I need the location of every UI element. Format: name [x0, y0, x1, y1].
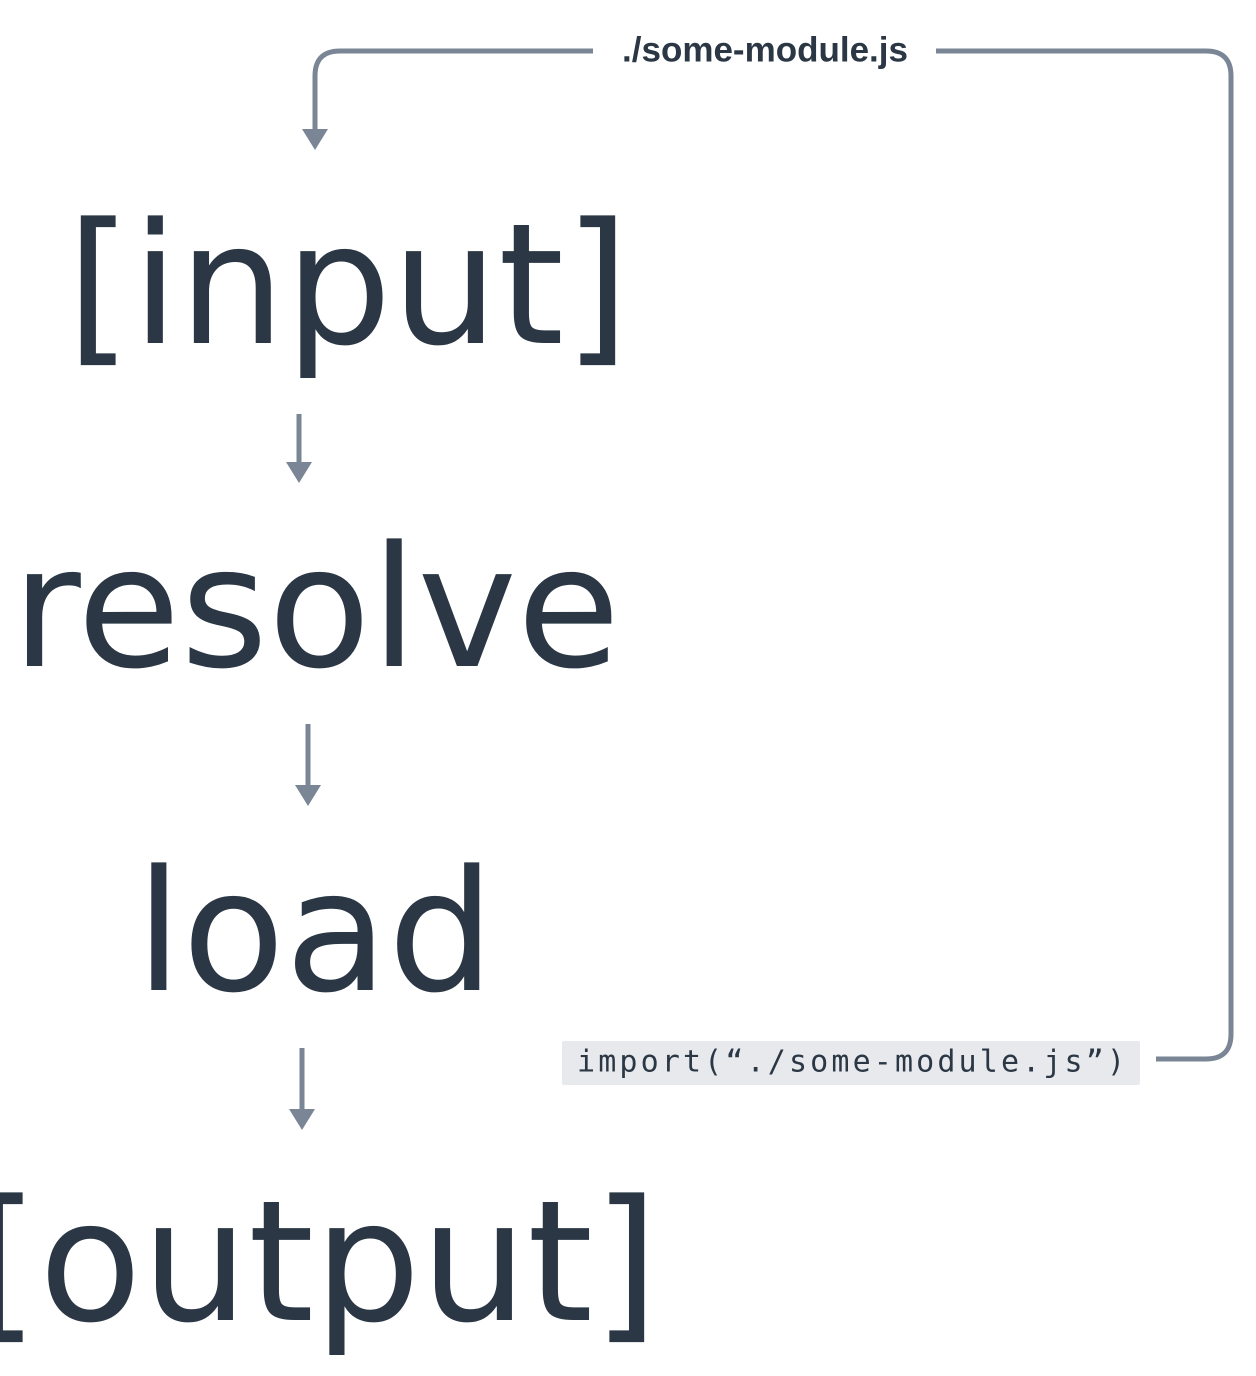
arrow-input-resolve-head [286, 462, 312, 483]
arrow-resolve-load-head [295, 785, 321, 806]
arrow-load-output-head [289, 1109, 315, 1130]
node-resolve: resolve [12, 510, 621, 706]
node-output: [output] [0, 1164, 659, 1360]
node-input: [input] [66, 187, 629, 383]
loop-label: ./some-module.js [622, 30, 908, 69]
loop-connector [312, 48, 1234, 1062]
node-load: load [135, 834, 494, 1030]
code-snippet-background [562, 1041, 1140, 1085]
loop-arrowhead [302, 129, 328, 150]
